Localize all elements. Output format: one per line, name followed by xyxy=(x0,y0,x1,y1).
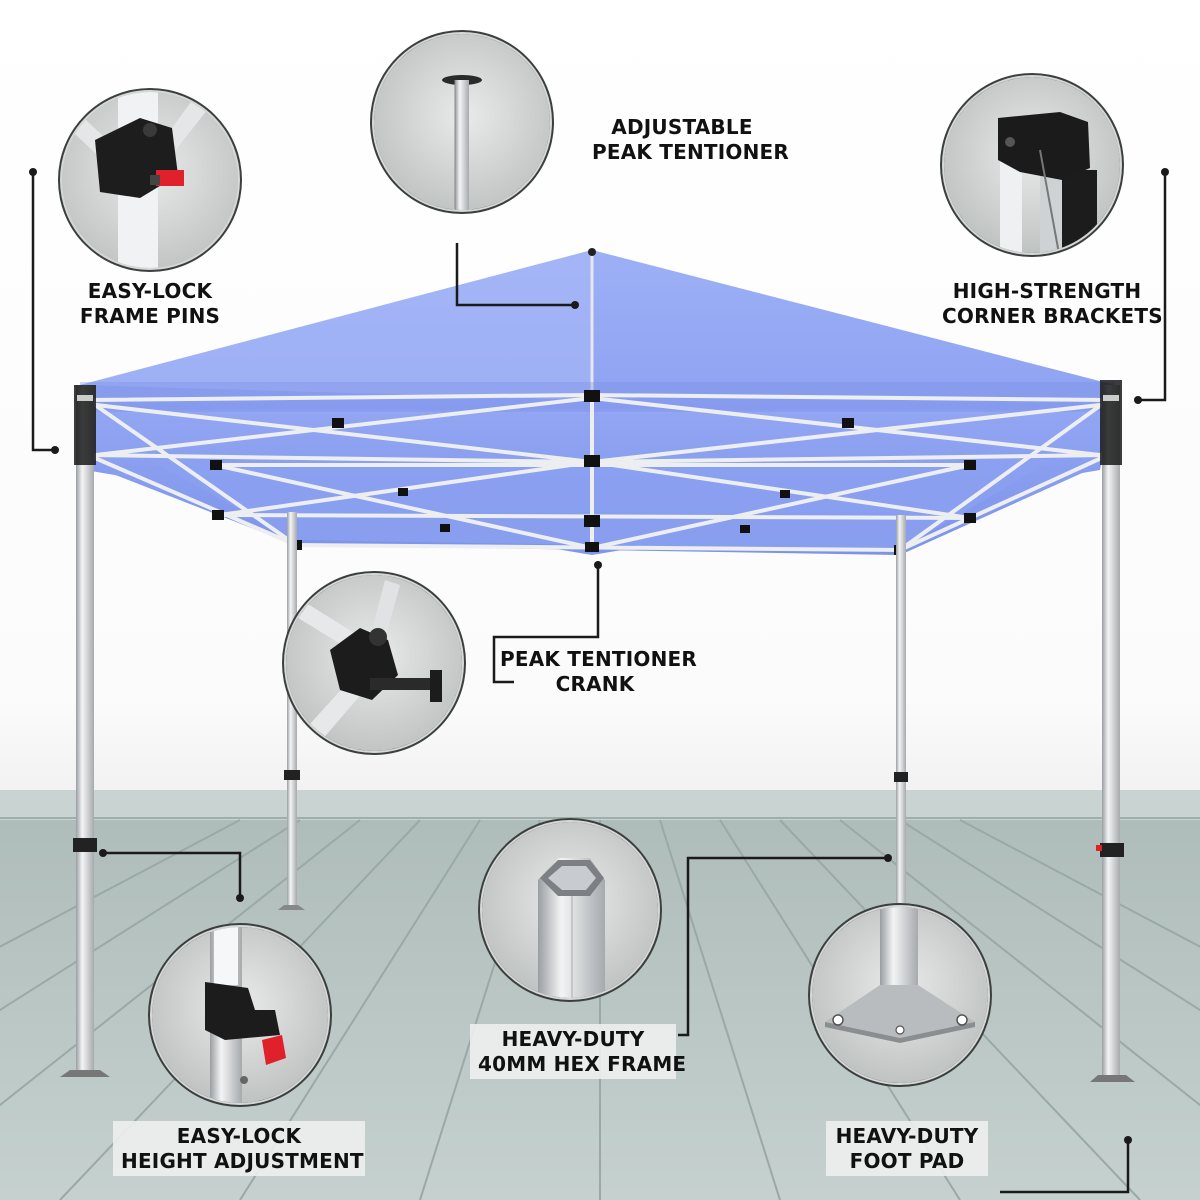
corner-bracket-icon xyxy=(940,73,1124,257)
label-line-2: FRAME PINS xyxy=(79,304,221,328)
label-line-2: CRANK xyxy=(555,672,635,696)
peak-pole-icon xyxy=(370,30,554,214)
label-line-2: FOOT PAD xyxy=(849,1149,965,1173)
label-line-1: ADJUSTABLE xyxy=(611,115,753,139)
frame-pin-icon xyxy=(58,88,242,272)
label-line-2: PEAK TENTIONER xyxy=(592,140,789,164)
foot-pad-icon xyxy=(808,903,992,1087)
leader-dots xyxy=(29,168,1169,1144)
leader-lines xyxy=(31,172,1167,1194)
canopy-legs xyxy=(60,380,1135,1082)
label-line-1: HEAVY-DUTY xyxy=(501,1027,645,1051)
label-adjustable-peak-tentioner: ADJUSTABLE PEAK TENTIONER xyxy=(592,115,789,165)
crank-icon xyxy=(282,571,466,755)
height-lock-icon xyxy=(148,923,332,1107)
label-heavy-duty-foot-pad: HEAVY-DUTY FOOT PAD xyxy=(826,1121,988,1176)
label-heavy-duty-hex-frame: HEAVY-DUTY 40MM HEX FRAME xyxy=(470,1024,687,1079)
label-easy-lock-frame-pins: EASY-LOCK FRAME PINS xyxy=(65,279,235,329)
label-line-1: HEAVY-DUTY xyxy=(835,1124,979,1148)
label-easy-lock-height-adjustment: EASY-LOCK HEIGHT ADJUSTMENT xyxy=(113,1121,365,1176)
label-line-2: HEIGHT ADJUSTMENT xyxy=(121,1149,364,1173)
label-high-strength-corner-brackets: HIGH-STRENGTH CORNER BRACKETS xyxy=(942,279,1163,329)
label-line-2: CORNER BRACKETS xyxy=(942,304,1163,328)
label-peak-tentioner-crank: PEAK TENTIONER CRANK xyxy=(500,647,697,697)
label-line-1: HIGH-STRENGTH xyxy=(952,279,1142,303)
hex-tube-icon xyxy=(478,818,662,1002)
label-line-1: EASY-LOCK xyxy=(176,1124,302,1148)
label-line-1: PEAK TENTIONER xyxy=(500,647,697,671)
label-line-2: 40MM HEX FRAME xyxy=(478,1052,687,1076)
label-line-1: EASY-LOCK xyxy=(87,279,213,303)
canopy-roof xyxy=(80,248,1115,555)
